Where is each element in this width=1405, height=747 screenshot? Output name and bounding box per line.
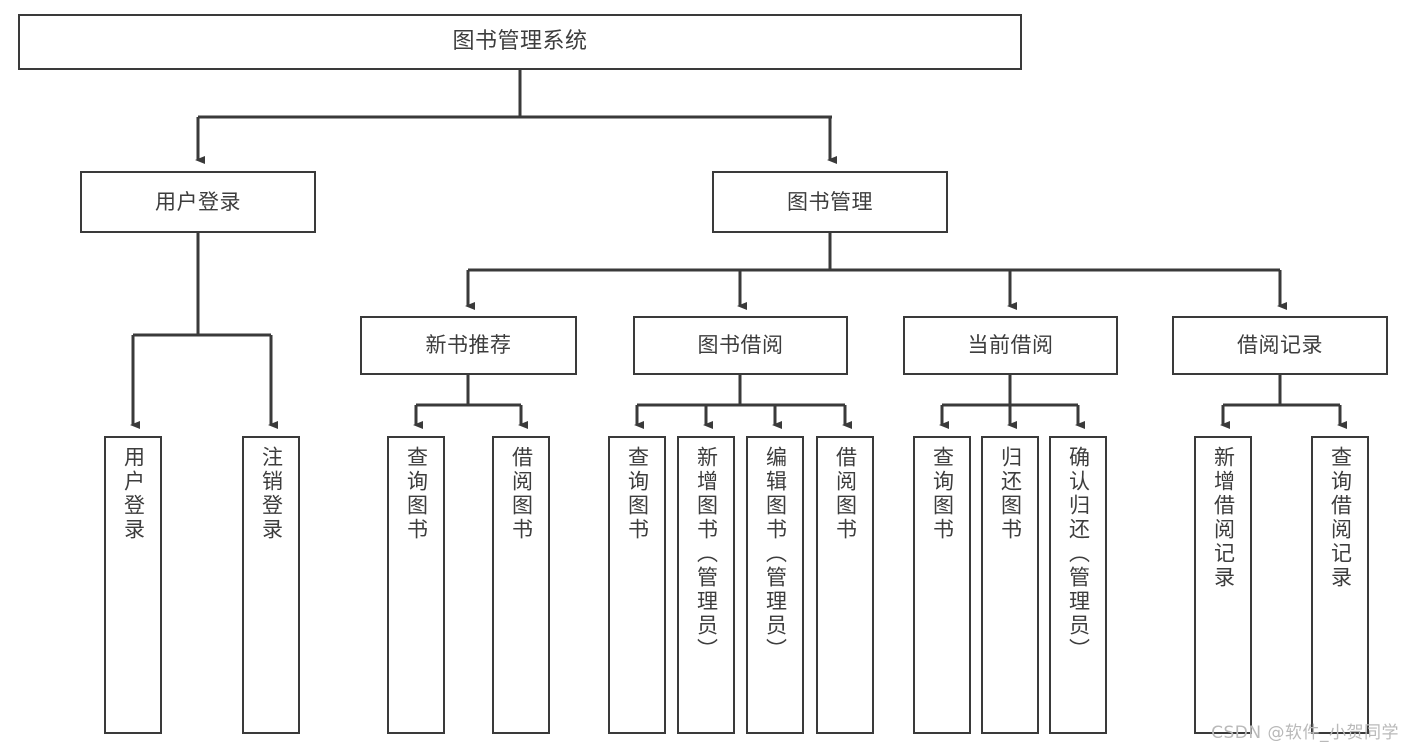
- leaf-user-login[interactable]: 用户登录: [104, 436, 162, 734]
- leaf-bb-edit-book[interactable]: 编辑图书（管理员）: [746, 436, 804, 734]
- leaf-br-add-record-label: 新增借阅记录: [1211, 446, 1236, 590]
- node-book-management[interactable]: 图书管理: [712, 171, 948, 233]
- node-user-login[interactable]: 用户登录: [80, 171, 316, 233]
- node-current-borrow-label: 当前借阅: [967, 333, 1054, 358]
- watermark: CSDN @软件_小贺同学: [1211, 723, 1399, 743]
- leaf-cb-confirm-return[interactable]: 确认归还（管理员）: [1049, 436, 1107, 734]
- leaf-bb-edit-book-label: 编辑图书（管理员）: [763, 446, 788, 662]
- leaf-nb-borrow-book[interactable]: 借阅图书: [492, 436, 550, 734]
- leaf-br-query-record[interactable]: 查询借阅记录: [1311, 436, 1369, 734]
- leaf-br-query-record-label: 查询借阅记录: [1328, 446, 1353, 590]
- leaf-bb-query-book[interactable]: 查询图书: [608, 436, 666, 734]
- node-current-borrow[interactable]: 当前借阅: [903, 316, 1118, 375]
- leaf-logout[interactable]: 注销登录: [242, 436, 300, 734]
- leaf-bb-add-book-label: 新增图书（管理员）: [694, 446, 719, 662]
- node-book-borrow[interactable]: 图书借阅: [633, 316, 848, 375]
- leaf-logout-label: 注销登录: [259, 446, 284, 542]
- leaf-bb-borrow-book-label: 借阅图书: [833, 446, 858, 542]
- leaf-nb-query-book-label: 查询图书: [404, 446, 429, 542]
- node-borrow-record[interactable]: 借阅记录: [1172, 316, 1388, 375]
- leaf-bb-borrow-book[interactable]: 借阅图书: [816, 436, 874, 734]
- node-root[interactable]: 图书管理系统: [18, 14, 1022, 70]
- leaf-cb-query-book[interactable]: 查询图书: [913, 436, 971, 734]
- node-new-book-recommend-label: 新书推荐: [425, 333, 512, 358]
- node-user-login-label: 用户登录: [155, 189, 241, 214]
- leaf-cb-confirm-return-label: 确认归还（管理员）: [1066, 446, 1091, 662]
- leaf-nb-borrow-book-label: 借阅图书: [509, 446, 534, 542]
- node-book-management-label: 图书管理: [787, 189, 873, 214]
- node-root-label: 图书管理系统: [452, 29, 588, 55]
- leaf-user-login-label: 用户登录: [121, 446, 146, 542]
- leaf-cb-query-book-label: 查询图书: [930, 446, 955, 542]
- leaf-nb-query-book[interactable]: 查询图书: [387, 436, 445, 734]
- leaf-cb-return-book-label: 归还图书: [998, 446, 1023, 542]
- node-new-book-recommend[interactable]: 新书推荐: [360, 316, 577, 375]
- leaf-bb-query-book-label: 查询图书: [625, 446, 650, 542]
- leaf-bb-add-book[interactable]: 新增图书（管理员）: [677, 436, 735, 734]
- leaf-br-add-record[interactable]: 新增借阅记录: [1194, 436, 1252, 734]
- node-book-borrow-label: 图书借阅: [697, 333, 784, 358]
- leaf-cb-return-book[interactable]: 归还图书: [981, 436, 1039, 734]
- node-borrow-record-label: 借阅记录: [1237, 333, 1323, 358]
